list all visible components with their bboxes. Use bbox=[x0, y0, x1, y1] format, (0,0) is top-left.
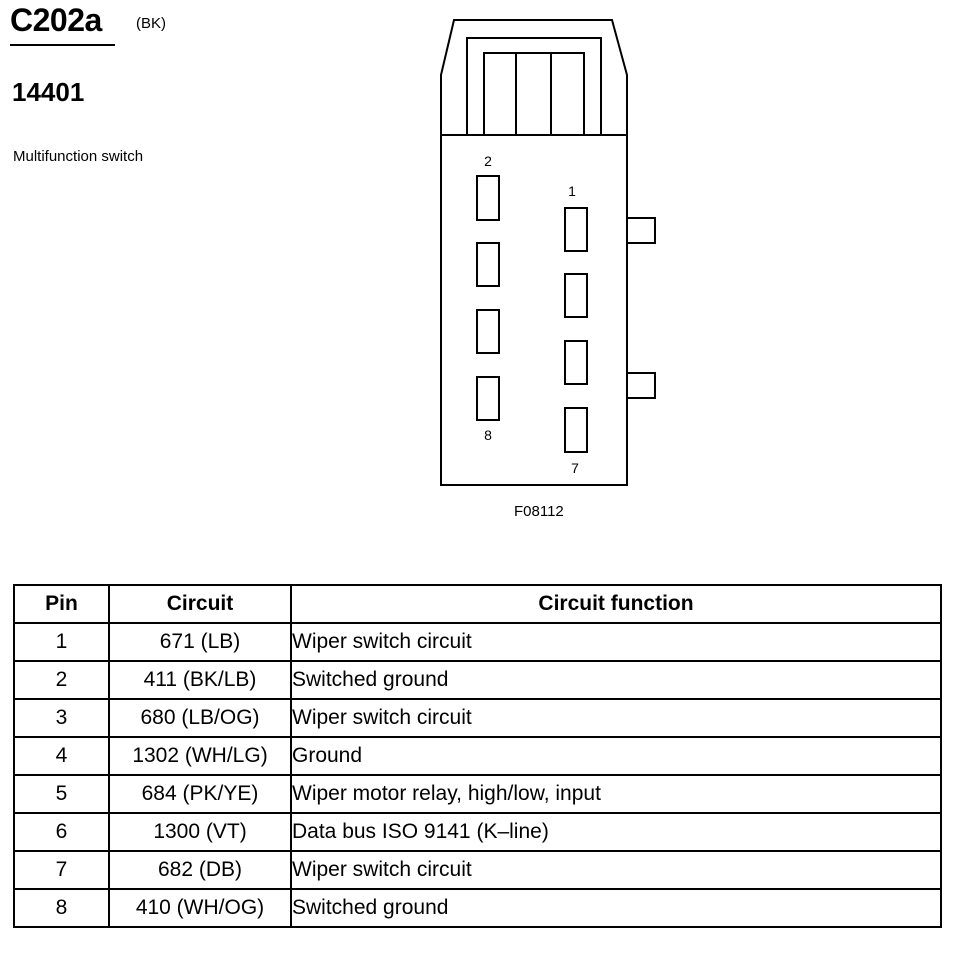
terminal-cavity bbox=[564, 407, 588, 453]
part-number: 14401 bbox=[12, 77, 85, 107]
circuit-function: Data bus ISO 9141 (K–line) bbox=[290, 812, 942, 852]
table-row: 4 1302 (WH/LG) Ground bbox=[13, 736, 942, 776]
circuit-function: Wiper switch circuit bbox=[290, 850, 942, 890]
circuit-id: 680 (LB/OG) bbox=[108, 698, 292, 738]
latch-inner bbox=[466, 37, 602, 135]
table-row: 7 682 (DB) Wiper switch circuit bbox=[13, 850, 942, 890]
circuit-id: 671 (LB) bbox=[108, 622, 292, 662]
connector-face-diagram: 2 8 1 7 bbox=[440, 19, 656, 486]
latch-bar bbox=[483, 52, 585, 135]
circuit-id: 1302 (WH/LG) bbox=[108, 736, 292, 776]
table-row: 2 411 (BK/LB) Switched ground bbox=[13, 660, 942, 700]
circuit-id: 682 (DB) bbox=[108, 850, 292, 890]
connector-tab-upper bbox=[627, 217, 656, 244]
pin-number: 1 bbox=[13, 622, 110, 662]
table-row: 3 680 (LB/OG) Wiper switch circuit bbox=[13, 698, 942, 738]
pin-number: 5 bbox=[13, 774, 110, 814]
pin-number: 3 bbox=[13, 698, 110, 738]
pin-number: 2 bbox=[13, 660, 110, 700]
connector-id-underline bbox=[10, 44, 115, 46]
pin-label-top-left: 2 bbox=[484, 153, 492, 169]
terminal-cavity bbox=[564, 340, 588, 385]
circuit-id: 1300 (VT) bbox=[108, 812, 292, 852]
header-circuit-function: Circuit function bbox=[290, 584, 942, 624]
terminal-cavity bbox=[476, 242, 500, 287]
pin-number: 8 bbox=[13, 888, 110, 928]
header-circuit: Circuit bbox=[108, 584, 292, 624]
table-row: 8 410 (WH/OG) Switched ground bbox=[13, 888, 942, 928]
table-row: 1 671 (LB) Wiper switch circuit bbox=[13, 622, 942, 662]
terminal-cavity bbox=[476, 376, 500, 421]
terminal-cavity bbox=[476, 175, 500, 221]
circuit-function: Ground bbox=[290, 736, 942, 776]
circuit-function: Wiper motor relay, high/low, input bbox=[290, 774, 942, 814]
table-header-row: Pin Circuit Circuit function bbox=[13, 584, 942, 624]
circuit-id: 411 (BK/LB) bbox=[108, 660, 292, 700]
circuit-id: 410 (WH/OG) bbox=[108, 888, 292, 928]
pin-number: 6 bbox=[13, 812, 110, 852]
connector-description: Multifunction switch bbox=[13, 148, 144, 165]
connector-color: (BK) bbox=[136, 15, 166, 32]
table-row: 6 1300 (VT) Data bus ISO 9141 (K–line) bbox=[13, 812, 942, 852]
pin-number: 7 bbox=[13, 850, 110, 890]
pin-label-bottom-right: 7 bbox=[571, 460, 579, 476]
pin-label-bottom-left: 8 bbox=[484, 427, 492, 443]
terminal-cavity bbox=[564, 207, 588, 252]
circuit-function: Switched ground bbox=[290, 660, 942, 700]
terminal-cavity bbox=[476, 309, 500, 354]
circuit-function: Switched ground bbox=[290, 888, 942, 928]
connector-body bbox=[440, 134, 628, 486]
connector-tab-lower bbox=[627, 372, 656, 399]
connector-id: C202a bbox=[10, 2, 102, 38]
circuit-function: Wiper switch circuit bbox=[290, 698, 942, 738]
table-row: 5 684 (PK/YE) Wiper motor relay, high/lo… bbox=[13, 774, 942, 814]
circuit-function: Wiper switch circuit bbox=[290, 622, 942, 662]
header-pin: Pin bbox=[13, 584, 110, 624]
latch-outer bbox=[440, 19, 628, 135]
circuit-id: 684 (PK/YE) bbox=[108, 774, 292, 814]
pin-label-top-right: 1 bbox=[568, 183, 576, 199]
pin-table: Pin Circuit Circuit function 1 671 (LB) … bbox=[13, 584, 942, 928]
terminal-cavity bbox=[564, 273, 588, 318]
figure-id: F08112 bbox=[514, 503, 564, 520]
pin-number: 4 bbox=[13, 736, 110, 776]
